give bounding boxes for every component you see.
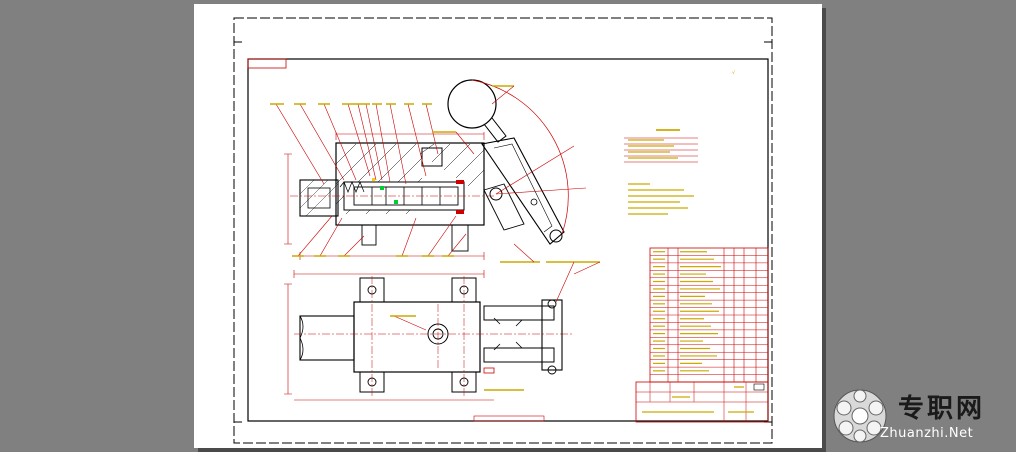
swing-arc bbox=[471, 79, 569, 235]
top-marker bbox=[483, 367, 495, 374]
watermark: 专职网 Zhuanzhi.Net bbox=[832, 384, 1016, 452]
lever-link bbox=[483, 183, 525, 231]
cad-drawing: √ bbox=[233, 17, 773, 444]
frame-corner-ticks bbox=[234, 41, 772, 423]
right-dim-leaders bbox=[513, 243, 601, 275]
top-end-cap bbox=[299, 315, 355, 361]
top-leader-lines bbox=[393, 261, 575, 331]
stamp-box bbox=[753, 383, 765, 391]
notes-table-text bbox=[628, 139, 678, 159]
leader-underlines-top bbox=[432, 85, 514, 133]
top-end-cap-break bbox=[299, 315, 304, 361]
title-block bbox=[635, 247, 769, 423]
inner-frame bbox=[247, 58, 769, 422]
top-lever-pin bbox=[547, 365, 557, 375]
bolt-mark bbox=[456, 210, 464, 214]
lever-pin bbox=[489, 187, 503, 201]
spring bbox=[339, 181, 365, 193]
drawing-sheet: √ bbox=[194, 4, 822, 448]
mount-foot bbox=[361, 224, 377, 246]
bottom-scale-strip bbox=[473, 415, 545, 422]
roughness-mark: √ bbox=[732, 70, 736, 76]
outer-dashed-border bbox=[233, 17, 773, 444]
watermark-ball-icon bbox=[833, 389, 887, 443]
top-lever-link bbox=[483, 305, 555, 321]
end-cap-hatch bbox=[299, 179, 339, 217]
top-leader-underlines bbox=[390, 315, 524, 391]
handle-ball-neck bbox=[483, 117, 507, 143]
lever-pivot bbox=[549, 229, 563, 243]
top-lever-pin bbox=[547, 299, 557, 309]
seal-highlight bbox=[372, 178, 375, 181]
title-block-text bbox=[642, 386, 754, 413]
notes-table-lines bbox=[624, 137, 698, 163]
top-port bbox=[421, 147, 443, 167]
lever-arm bbox=[481, 137, 565, 245]
top-lever-pins bbox=[493, 317, 523, 351]
handle-ball bbox=[447, 79, 497, 129]
top-view bbox=[284, 261, 575, 401]
lever-arm-inner bbox=[493, 143, 553, 233]
leader-lines bbox=[275, 103, 467, 257]
notes-text-lines bbox=[628, 183, 694, 215]
watermark-english-text: Zhuanzhi.Net bbox=[880, 426, 974, 441]
seal-highlight bbox=[394, 200, 398, 204]
watermark-chinese-text: 专职网 bbox=[898, 394, 986, 424]
top-view-frame-dim bbox=[284, 270, 494, 401]
leader-underlines bbox=[270, 103, 454, 257]
top-lever-link bbox=[483, 347, 555, 363]
top-center-lines bbox=[294, 276, 574, 396]
end-cap bbox=[299, 179, 339, 217]
title-block-lines bbox=[636, 382, 768, 422]
lever-pin bbox=[530, 198, 538, 206]
front-section-view bbox=[270, 79, 601, 275]
end-cap-plug bbox=[307, 187, 331, 209]
technical-notes bbox=[624, 129, 698, 215]
bolt-mark bbox=[456, 180, 464, 184]
top-lever-head bbox=[541, 299, 563, 371]
seal-highlight bbox=[380, 186, 384, 190]
mount-foot bbox=[451, 224, 469, 252]
top-body bbox=[353, 301, 481, 373]
angle-lines bbox=[495, 145, 587, 195]
parts-list-rows bbox=[650, 251, 768, 375]
corner-label-box bbox=[247, 58, 287, 69]
leader-lines-top bbox=[455, 85, 515, 155]
